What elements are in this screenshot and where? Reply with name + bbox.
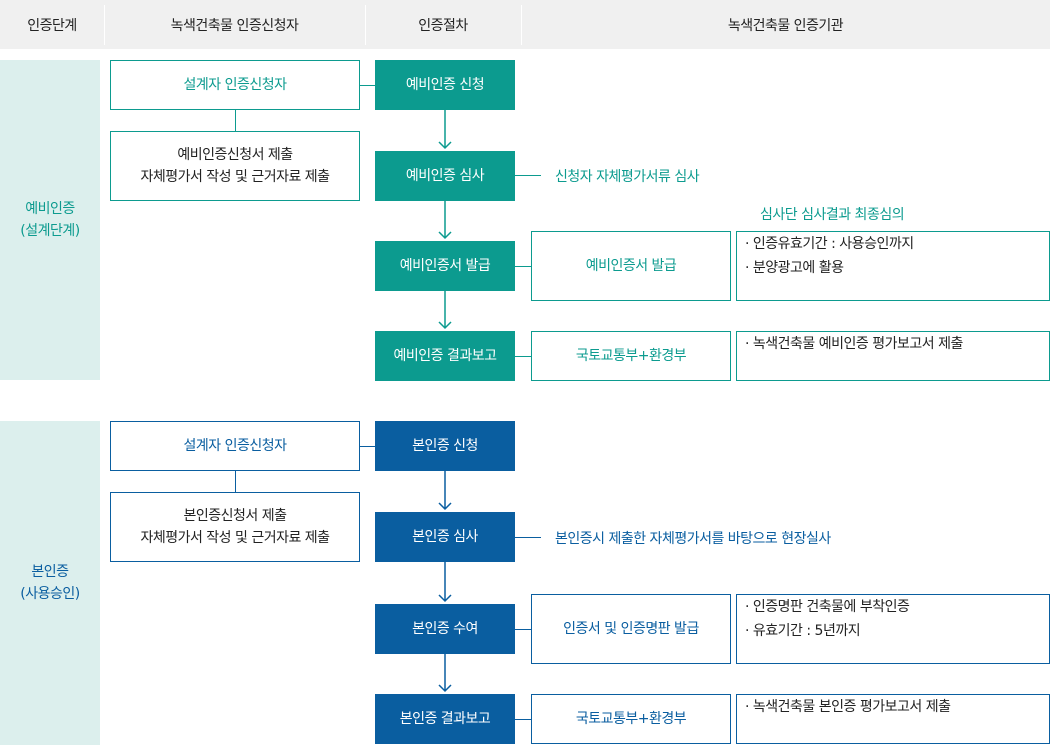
arrow-down-icon [438,110,452,150]
step-apply: 본인증 신청 [375,421,515,471]
divider [104,5,105,45]
submit-line: 예비인증신청서 제출 [177,147,293,163]
list-item: · 유효기간 : 5년까지 [745,623,861,639]
submit-line: 자체평가서 작성 및 근거자료 제출 [140,169,330,185]
connector [515,719,531,720]
step-report: 예비인증 결과보고 [375,331,515,381]
report-box: 국토교통부+환경부 [531,331,731,381]
issue-box: 인증서 및 인증명판 발급 [531,594,731,664]
step-issue: 예비인증서 발급 [375,241,515,291]
connector [235,110,236,131]
review-note: 신청자 자체평가서류 심사 [555,169,700,185]
committee-note: 심사단 심사결과 최종심의 [760,207,905,223]
stage-preliminary: 예비인증 (설계단계) [0,60,100,380]
list-item: · 녹색건축물 예비인증 평가보고서 제출 [745,336,963,352]
list-item: · 인증명판 건축물에 부착인증 [745,599,910,615]
connector [515,266,531,267]
connector [515,629,531,630]
review-note: 본인증시 제출한 자체평가서를 바탕으로 현장실사 [555,531,831,547]
arrow-down-icon [438,291,452,330]
step-review: 본인증 심사 [375,512,515,562]
issue-details: · 인증유효기간 : 사용승인까지 · 분양광고에 활용 [736,231,1050,301]
connector [360,446,375,447]
connector [515,175,541,176]
stage-sublabel: (사용승인) [20,586,80,602]
arrow-down-icon [438,471,452,511]
submit-line: 자체평가서 작성 및 근거자료 제출 [140,530,330,546]
stage-sublabel: (설계단계) [20,223,80,239]
header-procedure: 인증절차 [418,17,468,34]
arrow-down-icon [438,201,452,240]
issue-box: 예비인증서 발급 [531,231,731,301]
connector [360,85,375,86]
connector [515,356,531,357]
applicant-box: 설계자 인증신청자 [110,421,360,471]
stage-label: 예비인증 [25,201,75,217]
step-apply: 예비인증 신청 [375,60,515,110]
list-item: · 녹색건축물 본인증 평가보고서 제출 [745,699,951,715]
table-header: 인증단계 녹색건축물 인증신청자 인증절차 녹색건축물 인증기관 [0,0,1050,49]
divider [521,5,522,45]
report-details: · 녹색건축물 본인증 평가보고서 제출 [736,694,1050,744]
stage-label: 본인증 [31,564,69,580]
step-report: 본인증 결과보고 [375,694,515,744]
divider [365,5,366,45]
arrow-down-icon [438,562,452,603]
report-box: 국토교통부+환경부 [531,694,731,744]
list-item: · 분양광고에 활용 [745,260,844,276]
applicant-box: 설계자 인증신청자 [110,60,360,110]
arrow-down-icon [438,654,452,693]
stage-main: 본인증 (사용승인) [0,421,100,745]
list-item: · 인증유효기간 : 사용승인까지 [745,236,914,252]
step-award: 본인증 수여 [375,604,515,654]
header-applicant: 녹색건축물 인증신청자 [170,17,299,34]
connector [235,471,236,492]
report-details: · 녹색건축물 예비인증 평가보고서 제출 [736,331,1050,381]
step-review: 예비인증 심사 [375,151,515,201]
header-stage: 인증단계 [27,17,77,34]
issue-details: · 인증명판 건축물에 부착인증 · 유효기간 : 5년까지 [736,594,1050,664]
connector [515,537,541,538]
header-agency: 녹색건축물 인증기관 [727,17,844,34]
submit-line: 본인증신청서 제출 [183,508,288,524]
